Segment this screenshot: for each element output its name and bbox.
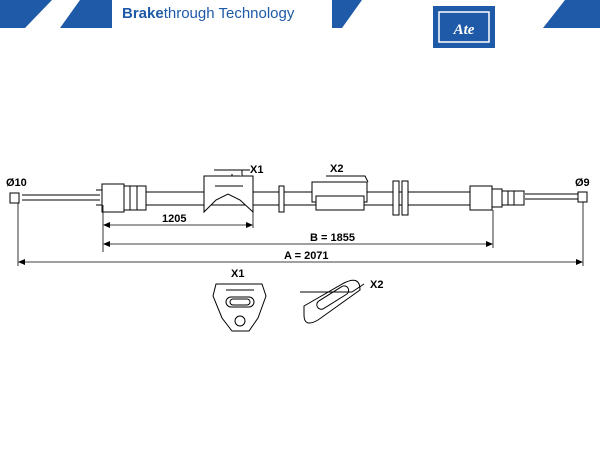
left-stripe: [0, 0, 52, 28]
header-banner: [0, 0, 600, 30]
header-shapes: [0, 0, 600, 28]
ate-logo: Ate: [433, 6, 495, 48]
left-end-label: Ø10: [6, 177, 27, 189]
dimension-1205-label: 1205: [162, 213, 186, 225]
clip-x2: [311, 175, 369, 211]
right-end-label: Ø9: [575, 177, 590, 189]
left-end-fitting: [9, 183, 147, 213]
support-rings: [278, 180, 409, 216]
right-stripe: [543, 0, 600, 28]
right-end-fitting: [469, 185, 588, 211]
mid-stripe-left: [60, 0, 112, 28]
detail-x1-label: X1: [231, 268, 244, 280]
brand-box: [112, 0, 332, 28]
bracket-x1: [203, 169, 254, 214]
dimension-lines: [17, 202, 584, 266]
dimension-b-label: B = 1855: [310, 232, 355, 244]
detail-x1: [212, 283, 267, 332]
cable: [22, 191, 578, 206]
detail-x2: [300, 279, 365, 324]
detail-x2-label: X2: [370, 279, 383, 291]
dimension-a-label: A = 2071: [284, 250, 329, 262]
logo-text: Ate: [453, 22, 475, 38]
x1-callout-label: X1: [250, 164, 263, 176]
brand-title: Brakethrough Technology: [122, 5, 295, 22]
mid-stripe-right: [332, 0, 362, 28]
dimension-arrows: [18, 222, 583, 265]
x2-callout-label: X2: [330, 163, 343, 175]
